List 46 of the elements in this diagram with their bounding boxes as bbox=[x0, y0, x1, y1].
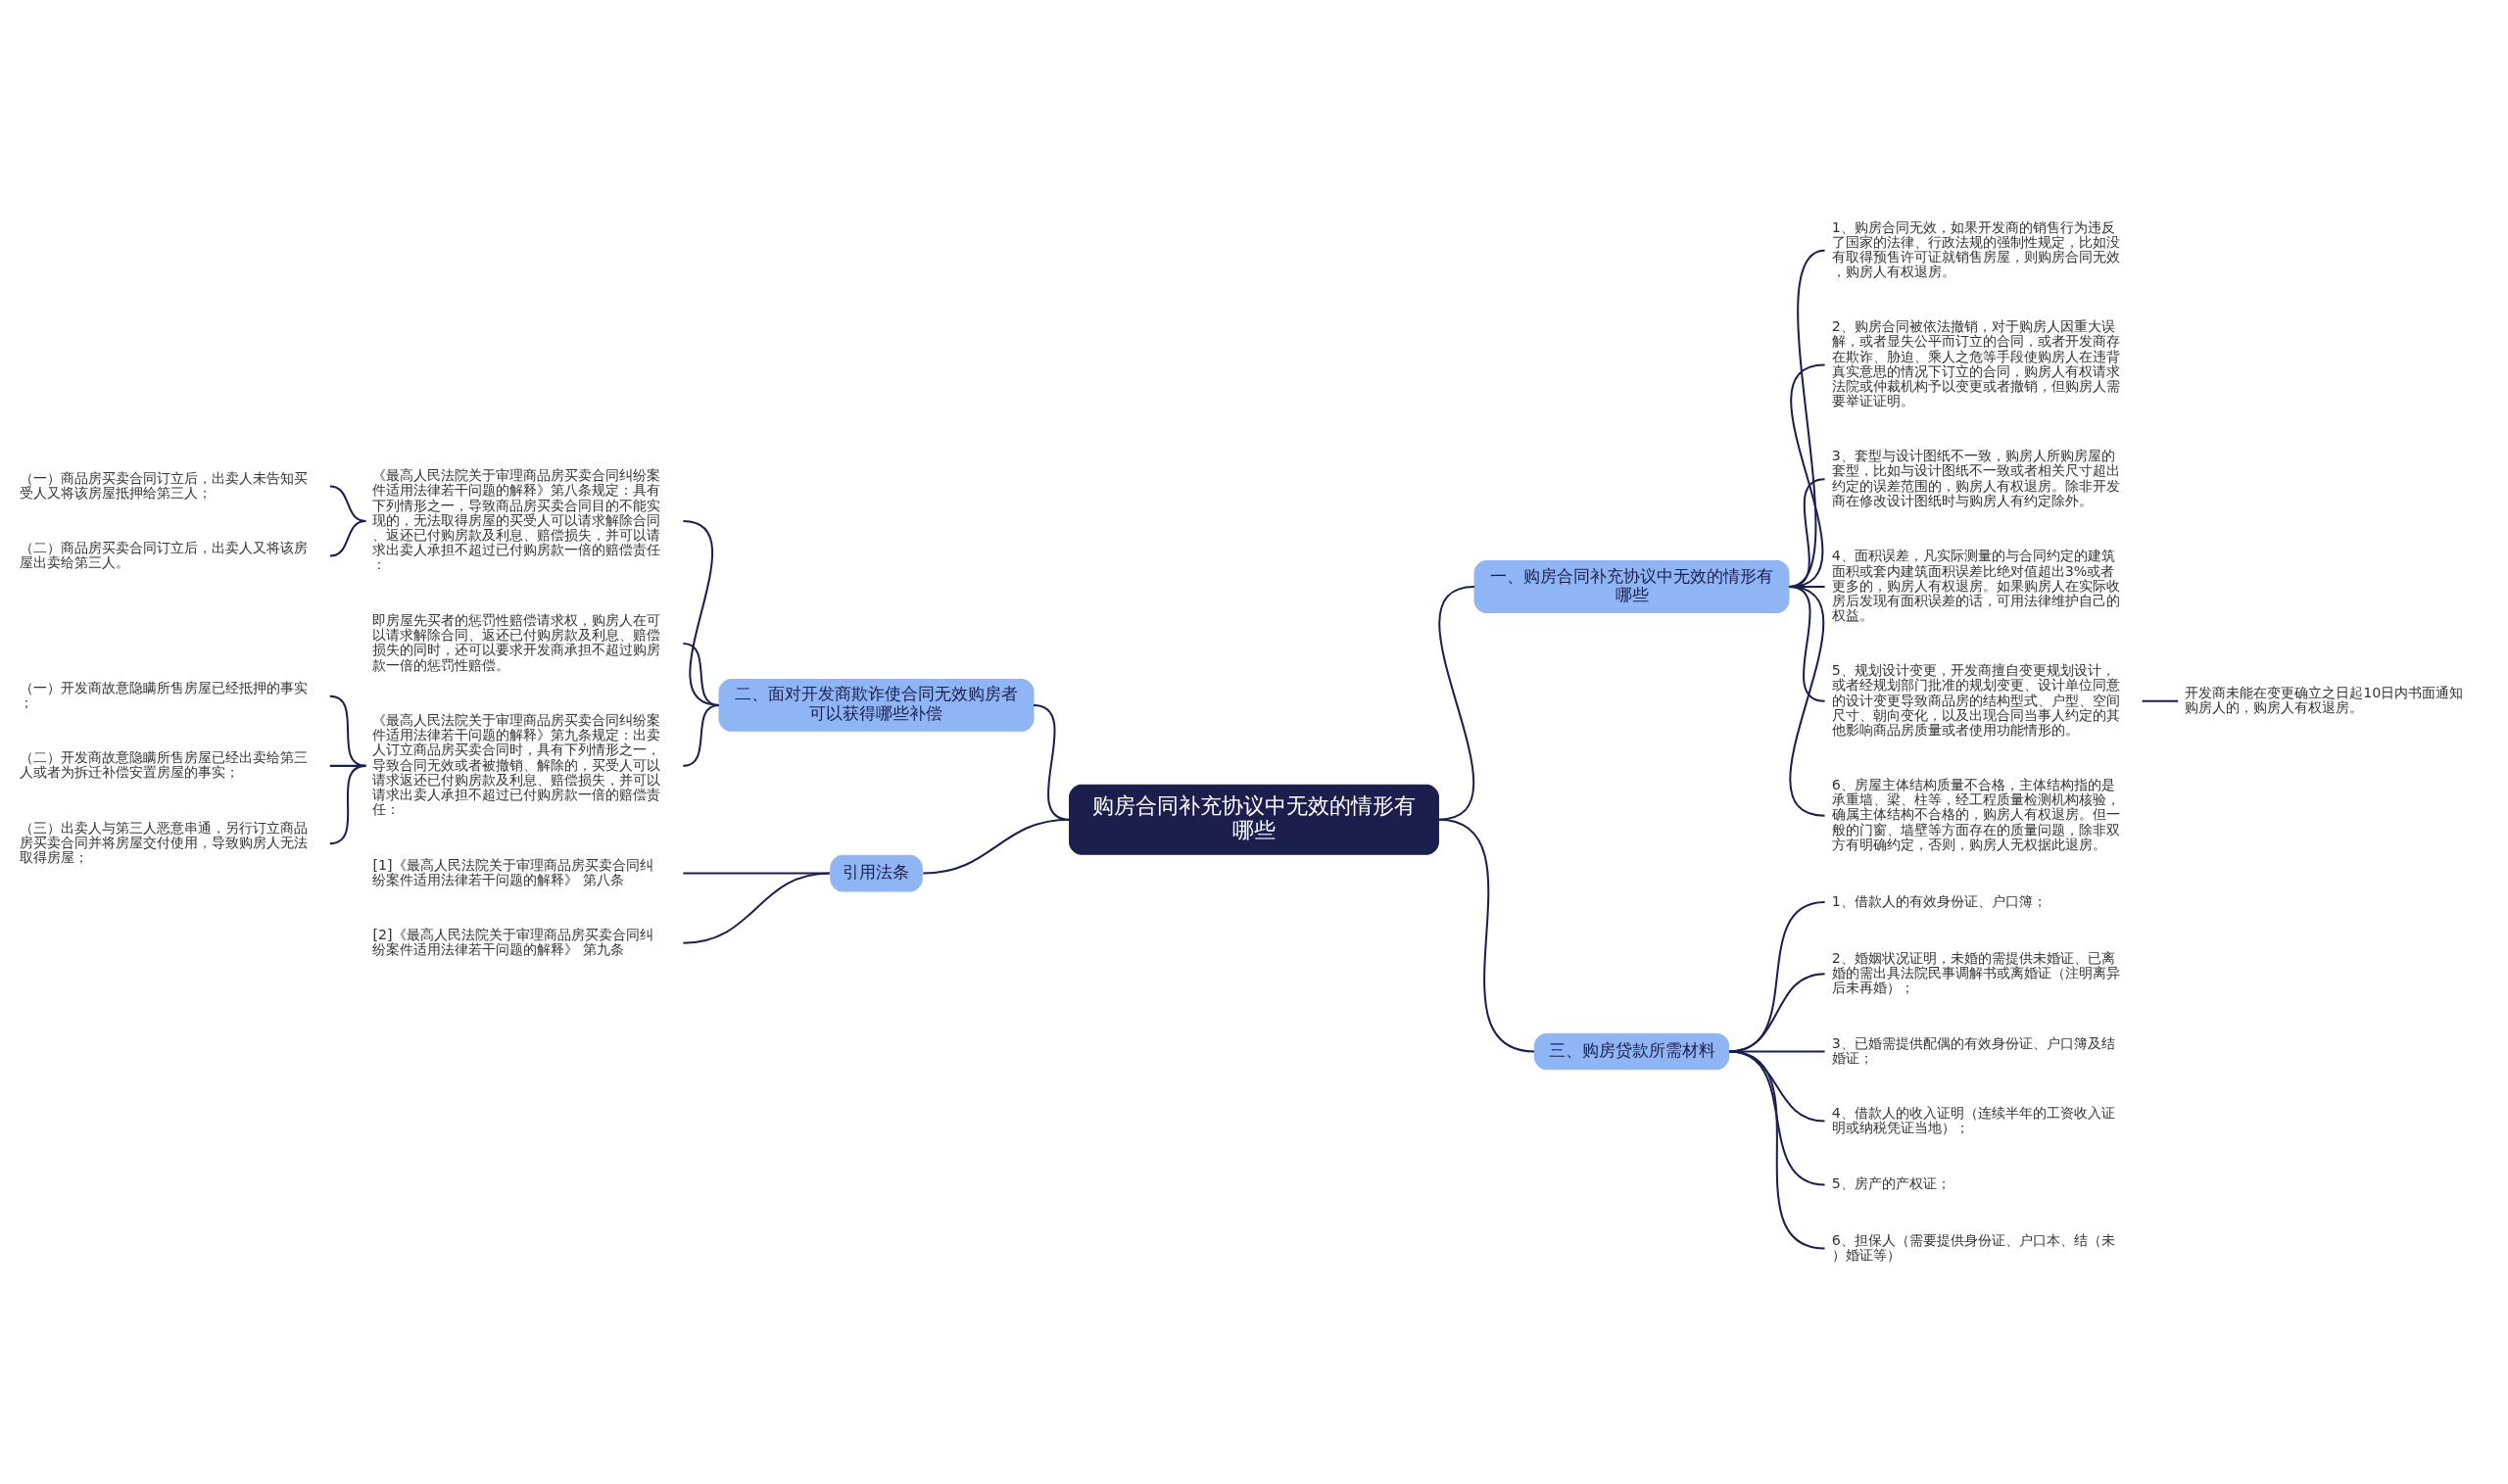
node-text: （三）出卖人与第三人恶意串通，另行订立商品房买卖合同并将房屋交付使用，导致购房人无法取得房屋； bbox=[19, 819, 308, 866]
connector bbox=[683, 703, 720, 767]
node-text: 即房屋先买者的惩罚性赔偿请求权，购房人在可以请求解除合同、返还已付购房款及利息、赔偿损失的同时，还可以要求开发商承担不超过购房款一倍的惩罚性赔偿。 bbox=[372, 611, 661, 673]
node-text: 3、套型与设计图纸不一致，购房人所购房屋的套型，比如与设计图纸不一致或者相关尺寸超出约定的误差范围的，购房人有权退房。除非开发商在修改设计图纸时与购房人有约定除外。 bbox=[1831, 448, 2120, 508]
connector bbox=[923, 818, 1070, 875]
connector bbox=[1788, 249, 1825, 588]
node-text: 开发商未能在变更确立之日起10日内书面通知购房人的，购房人有权退房。 bbox=[2185, 684, 2464, 716]
node-text: （二）开发商故意隐瞒所售房屋已经出卖给第三人或者为拆迁补偿安置房屋的事实； bbox=[19, 749, 308, 781]
node-box: 一、购房合同补充协议中无效的情形有哪些 bbox=[1473, 560, 1790, 613]
connector bbox=[1729, 1050, 1825, 1053]
connector bbox=[1438, 586, 1475, 821]
connector bbox=[1728, 1050, 1825, 1186]
connector bbox=[329, 764, 366, 845]
connector bbox=[1438, 818, 1535, 1053]
node-text: 3、已婚需提供配偶的有效身份证、户口簿及结婚证； bbox=[1831, 1034, 2115, 1066]
node-text: 2、婚姻状况证明，未婚的需提供未婚证、已离婚的需出具法院民事调解书或离婚证（注明离异后未再婚）； bbox=[1831, 949, 2120, 996]
connector bbox=[329, 520, 366, 557]
node-text: [1]《最高人民法院关于审理商品房买卖合同纠纷案件适用法律若干问题的解释》 第八条 bbox=[372, 856, 653, 887]
node-text: 《最高人民法院关于审理商品房买卖合同纠纷案件适用法律若干问题的解释》第九条规定：出卖人订立商品房买卖合同时，具有下列情形之一，导致合同无效或者被撤销、解除的，买受人可以请求返还已付购房款及利息、赔偿损失，并可以请求出卖人承担不超过已付购房款一倍的赔偿责任： bbox=[372, 711, 661, 818]
node-text: （一）商品房买卖合同订立后，出卖人未告知买受人又将该房屋抵押给第三人； bbox=[19, 469, 308, 501]
connector bbox=[1728, 901, 1825, 1053]
connector bbox=[1728, 1050, 1825, 1123]
node-text: （二）商品房买卖合同订立后，出卖人又将该房屋出卖给第三人。 bbox=[19, 539, 308, 570]
node-text: （一）开发商故意隐瞒所售房屋已经抵押的事实； bbox=[19, 679, 308, 711]
connector bbox=[1788, 586, 1825, 817]
node-text: 1、购房合同无效，如果开发商的销售行为违反了国家的法律、行政法规的强制性规定，比如没有取得预售许可证就销售房屋，则购房合同无效，购房人有权退房。 bbox=[1831, 218, 2120, 280]
connector bbox=[1728, 1050, 1825, 1250]
connector bbox=[1788, 363, 1825, 589]
node-text: 4、借款人的收入证明（连续半年的工资收入证明或纳税凭证当地）； bbox=[1831, 1104, 2115, 1135]
node-text: 4、面积误差，凡实际测量的与合同约定的建筑面积或套内建筑面积误差比绝对值超出3%或者更多的，购房人有权退房。如果购房人在实际收房后发现有面积误差的话，可用法律维护自己的权益。 bbox=[1831, 548, 2120, 624]
node-box: 购房合同补充协议中无效的情形有哪些 bbox=[1069, 784, 1439, 855]
node-text: 2、购房合同被依法撤销，对于购房人因重大误解，或者显失公平而订立的合同，或者开发商存在欺诈、胁迫、乘人之危等手段使购房人在违背真实意思的情况下订立的合同，购房人有权请求法院或仲裁机构予以变更或者撤销，但购房人需要举证证明。 bbox=[1831, 318, 2120, 409]
node-text: [2]《最高人民法院关于审理商品房买卖合同纠纷案件适用法律若干问题的解释》 第九条 bbox=[372, 926, 653, 958]
node-box: 引用法条 bbox=[830, 854, 923, 892]
connector bbox=[683, 872, 830, 944]
connector bbox=[329, 694, 366, 767]
node-box: 三、购房贷款所需材料 bbox=[1533, 1032, 1730, 1071]
connector bbox=[2142, 699, 2179, 702]
node-box: 二、面对开发商欺诈使合同无效购房者可以获得哪些补偿 bbox=[718, 679, 1035, 732]
node-text: 1、借款人的有效身份证、户口簿； bbox=[1831, 892, 2047, 909]
node-text: 6、担保人（需要提供身份证、户口本、结（未）婚证等） bbox=[1831, 1231, 2115, 1263]
node-text: 5、房产的产权证； bbox=[1831, 1175, 1951, 1192]
node-text: 《最高人民法院关于审理商品房买卖合同纠纷案件适用法律若干问题的解释》第八条规定：具有下列情形之一，导致商品房买卖合同目的不能实现的，无法取得房屋的买受人可以请求解除合同、返还已付购房款及利息、赔偿损失，并可以请求出卖人承担不超过已付购房款一倍的赔偿责任： bbox=[372, 467, 661, 573]
node-text: 6、房屋主体结构质量不合格，主体结构指的是承重墙、梁、柱等，经工程质量检测机构核验，确属主体结构不合格的，购房人有权退房。但一般的门窗、墙壁等方面存在的质量问题，除非双方有明确约定，否则，购房人无权据此退房。 bbox=[1831, 776, 2120, 852]
connector bbox=[1728, 973, 1825, 1053]
node-text: 5、规划设计变更，开发商擅自变更规划设计，或者经规划部门批准的规划变更、设计单位同意的设计变更导致商品房的结构型式、户型、空间尺寸、朝向变化，以及出现合同当事人约定的其他影响商品房质量或者使用功能情形的。 bbox=[1831, 662, 2120, 739]
